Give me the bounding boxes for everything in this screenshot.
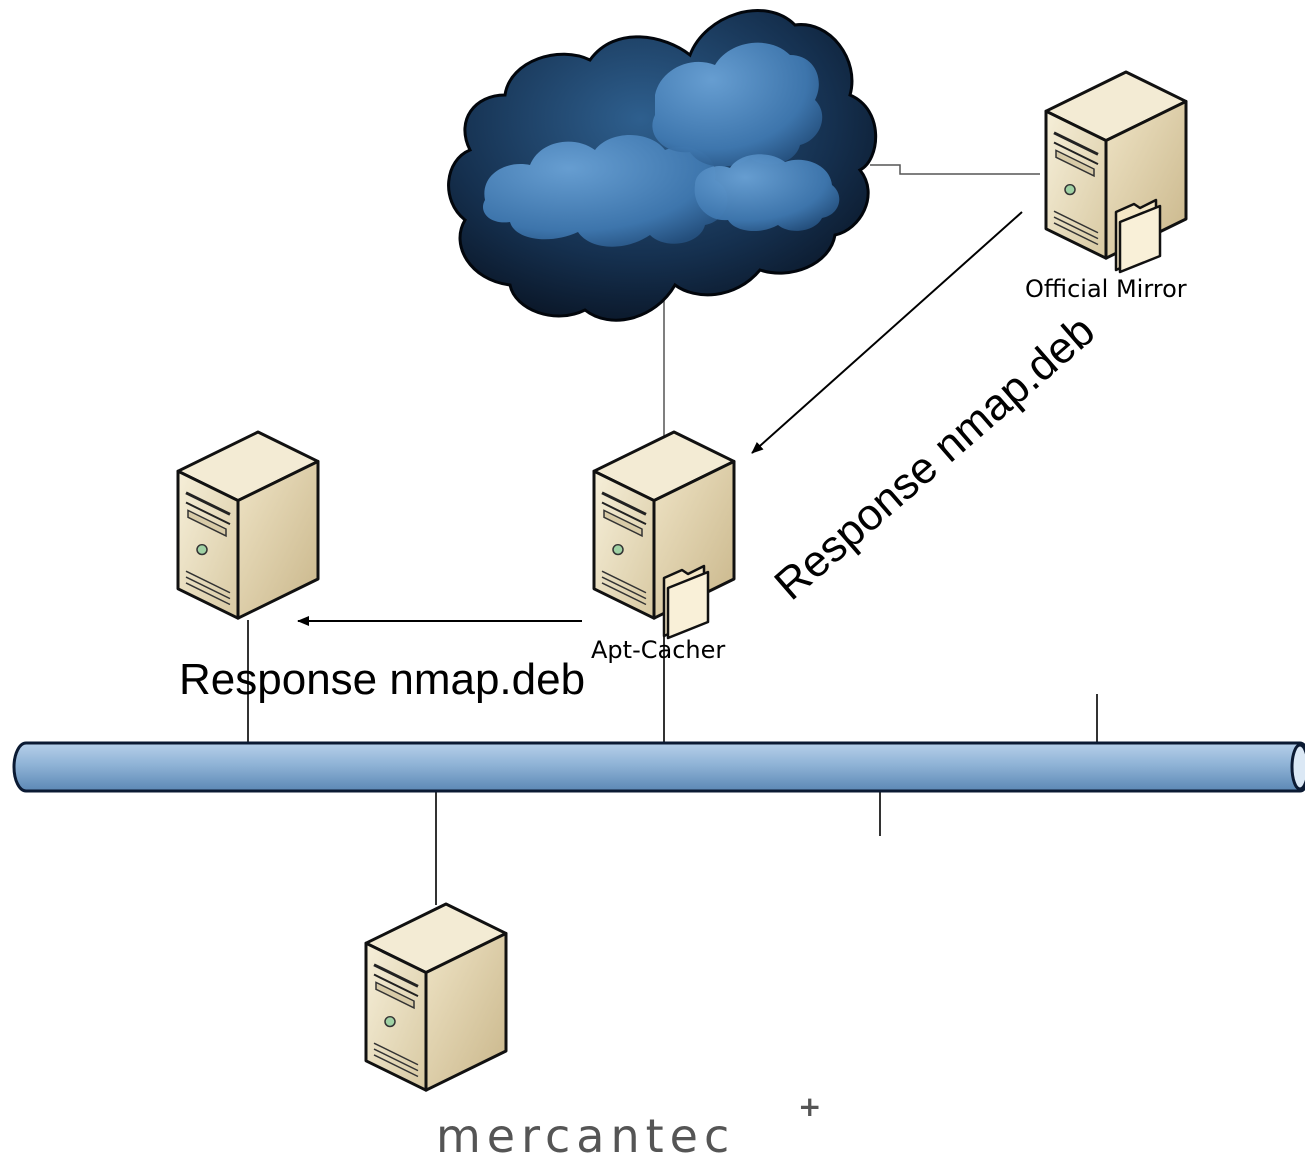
mercantec-logo: mercantec +: [436, 1090, 821, 1163]
official-mirror-label: Official Mirror: [1025, 275, 1187, 303]
logo-plus-mark: +: [798, 1090, 821, 1123]
response-label-horizontal: Response nmap.deb: [179, 655, 585, 704]
arrow-mirror-to-cacher: [751, 211, 1023, 454]
response-label-diagonal: Response nmap.deb: [765, 306, 1104, 609]
client-server-bottom: [364, 902, 508, 1092]
server-icon: [364, 902, 508, 1092]
network-bus: [12, 741, 1305, 793]
server-icon: [176, 430, 320, 620]
folder-icon: [662, 564, 710, 640]
apt-cacher-server: Apt-Cacher: [591, 430, 736, 664]
logo-text: mercantec: [436, 1109, 735, 1163]
folder-icon: [1114, 198, 1162, 274]
cloud-icon: [447, 9, 878, 322]
client-server-left: [176, 430, 320, 620]
official-mirror-server: Official Mirror: [1025, 70, 1188, 303]
cloud-to-mirror-line: [870, 164, 1040, 175]
apt-cacher-label: Apt-Cacher: [591, 636, 725, 664]
